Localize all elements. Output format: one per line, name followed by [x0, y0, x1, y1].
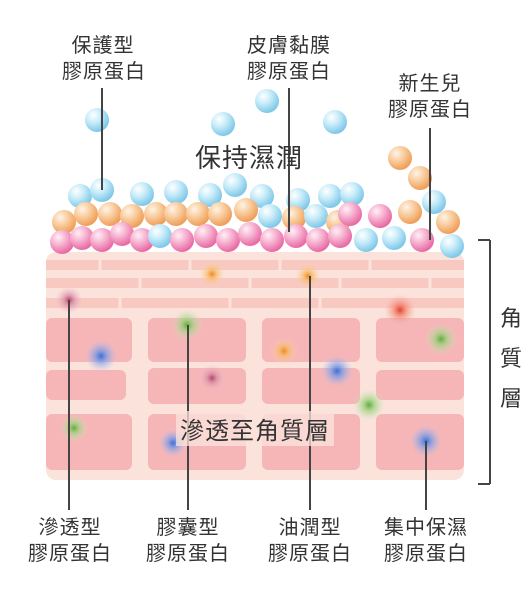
label-line: 膠原蛋白: [28, 541, 112, 565]
sphere-pile: [50, 178, 464, 258]
floating-spheres: [85, 89, 432, 197]
skin-stripes: [46, 260, 464, 308]
label-line: 膠原蛋白: [146, 541, 230, 565]
label-protective-collagen: 保護型 膠原蛋白: [62, 32, 146, 84]
moisture-text: 保持濕潤: [195, 144, 304, 174]
label-line: 集中保濕: [384, 515, 468, 539]
label-line: 新生兒: [398, 71, 462, 95]
side-char: 質: [499, 347, 522, 372]
label-line: 保護型: [71, 33, 135, 57]
label-intensive-moist-collagen: 集中保濕 膠原蛋白: [376, 514, 476, 566]
label-oil-moist-collagen: 油潤型 膠原蛋白: [262, 514, 358, 566]
label-line: 膠原蛋白: [247, 59, 331, 83]
penetrate-text: 滲透至角質層: [176, 411, 334, 446]
label-line: 膠原蛋白: [388, 97, 472, 121]
label-skin-mucosa-collagen: 皮膚黏膜 膠原蛋白: [240, 32, 338, 84]
label-line: 膠原蛋白: [268, 541, 352, 565]
label-capsule-collagen: 膠囊型 膠原蛋白: [140, 514, 236, 566]
leader-lines: [68, 88, 431, 510]
label-line: 膠囊型: [156, 515, 220, 539]
label-line: 油潤型: [278, 515, 342, 539]
label-penetrating-collagen: 滲透型 膠原蛋白: [22, 514, 118, 566]
label-line: 皮膚黏膜: [247, 33, 331, 57]
embedded-collagen-dots: [55, 261, 457, 457]
label-line: 滲透型: [38, 515, 102, 539]
label-line: 膠原蛋白: [62, 59, 146, 83]
label-line: 膠原蛋白: [384, 541, 468, 565]
stratum-corneum-label: 角 質 層: [496, 300, 526, 420]
layer-bracket: [478, 239, 491, 485]
side-char: 層: [499, 387, 522, 412]
side-char: 角: [499, 307, 522, 332]
label-newborn-collagen: 新生兒 膠原蛋白: [386, 70, 474, 122]
